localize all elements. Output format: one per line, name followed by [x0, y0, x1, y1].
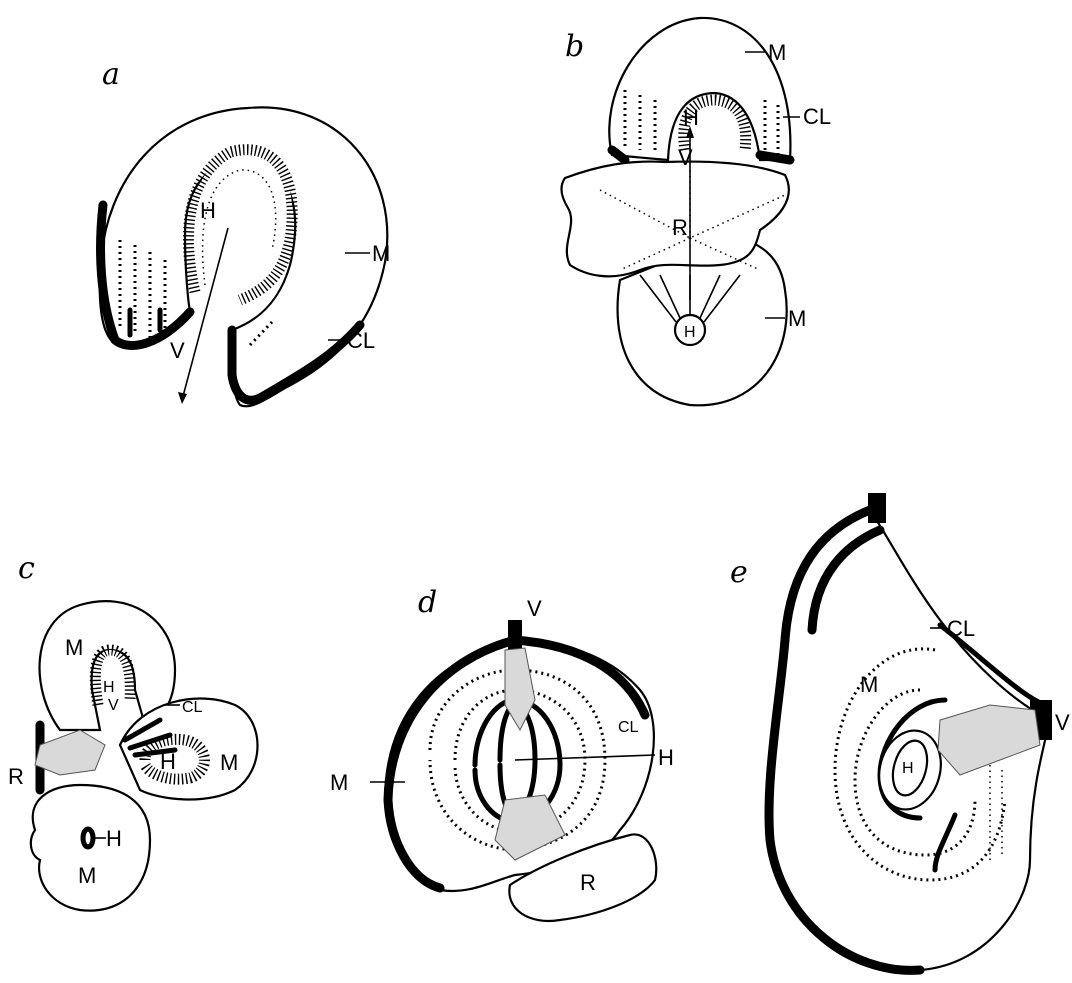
panel-a-label-v: V — [170, 338, 185, 363]
panel-d-label-cl: CL — [618, 719, 639, 736]
panel-e-label-m: M — [860, 672, 878, 697]
panel-d: d V CL H M R — [330, 585, 674, 921]
panel-a-arrowhead — [178, 392, 187, 404]
panel-d-v-stalk — [508, 620, 522, 650]
panel-b-label-cl: CL — [803, 104, 831, 129]
panel-c-label-m-bottom: M — [78, 863, 96, 888]
panel-e-label-cl: CL — [947, 616, 975, 641]
panel-b-label-m-top: M — [768, 40, 786, 65]
panel-a-letter: a — [102, 57, 120, 92]
panel-c-label-r: R — [8, 764, 24, 789]
panel-c-label-cl: CL — [182, 699, 203, 716]
panel-c-label-h-mid: H — [160, 749, 176, 774]
panel-c-label-v: V — [108, 697, 119, 714]
panel-d-label-r: R — [580, 870, 596, 895]
panel-a-label-cl: CL — [347, 328, 375, 353]
panel-d-letter: d — [418, 585, 437, 620]
panel-b-letter: b — [565, 29, 584, 64]
panel-e-label-h: H — [902, 760, 914, 777]
panel-e: e CL M H V — [730, 493, 1070, 970]
panel-b: b H V R H M CL M — [562, 18, 832, 405]
panel-e-stalk — [868, 493, 886, 523]
panel-c-label-h-top: H — [103, 679, 115, 696]
panel-c-r-blob — [35, 730, 105, 775]
panel-d-label-h: H — [658, 745, 674, 770]
panel-a-label-h: H — [200, 198, 216, 223]
panel-e-letter: e — [730, 555, 748, 590]
panel-c-label-m-mid: M — [220, 750, 238, 775]
panel-a: a H V M CL — [100, 57, 391, 406]
panel-a-label-m: M — [372, 241, 390, 266]
panel-b-label-h-top: H — [683, 105, 699, 130]
panel-e-label-v: V — [1055, 710, 1070, 735]
panel-c-label-h-bottom: H — [106, 826, 122, 851]
panel-c-label-m-top: M — [65, 635, 83, 660]
panel-d-label-m: M — [330, 770, 348, 795]
panel-d-label-v: V — [527, 596, 542, 621]
panel-c: c M CL H V R H M H M — [8, 551, 258, 911]
panel-b-label-m-bottom: M — [788, 306, 806, 331]
panel-b-label-h-bottom: H — [684, 324, 696, 341]
panel-b-label-v: V — [678, 145, 693, 170]
panel-b-top-rim — [760, 155, 790, 160]
panel-c-letter: c — [18, 551, 35, 586]
panel-b-label-r: R — [672, 215, 688, 240]
